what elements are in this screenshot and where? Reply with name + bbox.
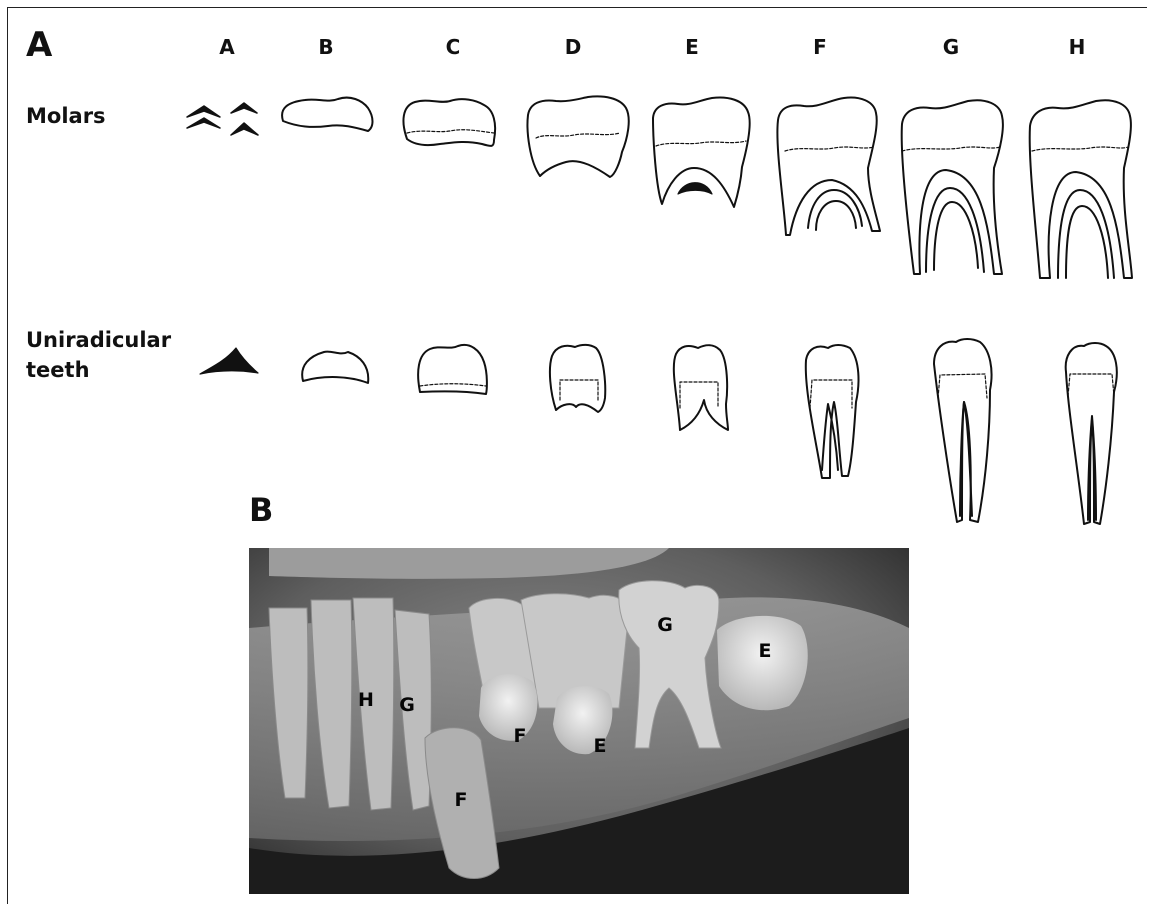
radiograph-image: [249, 548, 909, 894]
molar-stage-f: [777, 98, 880, 235]
dental-radiograph: H G F F E G E: [249, 548, 909, 894]
molar-stage-e: [653, 98, 750, 207]
molar-stage-c: [403, 99, 495, 146]
radiograph-label-g-molar: G: [657, 614, 673, 636]
radiograph-label-f-canine: F: [455, 789, 468, 811]
radiograph-label-e-molar: E: [759, 640, 772, 662]
molar-stage-g: [902, 100, 1003, 274]
uniradicular-stage-d: [550, 345, 605, 412]
uniradicular-stage-g: [934, 339, 992, 522]
molar-stage-d: [528, 96, 629, 177]
panel-b-label: B: [249, 494, 273, 526]
molar-stage-a: [187, 103, 258, 135]
uniradicular-stage-h: [1066, 343, 1117, 524]
uniradicular-stage-c: [418, 345, 487, 394]
molar-stage-h: [1030, 100, 1132, 278]
uniradicular-stage-f: [806, 345, 859, 478]
radiograph-label-e-premolar: E: [594, 735, 607, 757]
uniradicular-stage-b: [302, 352, 368, 383]
radiograph-label-f-premolar: F: [514, 725, 527, 747]
uniradicular-stage-e: [674, 345, 728, 430]
molar-stage-b: [282, 98, 372, 131]
uniradicular-stage-a: [200, 348, 258, 374]
radiograph-label-g-incisor: G: [399, 694, 415, 716]
radiograph-label-h: H: [358, 689, 374, 711]
